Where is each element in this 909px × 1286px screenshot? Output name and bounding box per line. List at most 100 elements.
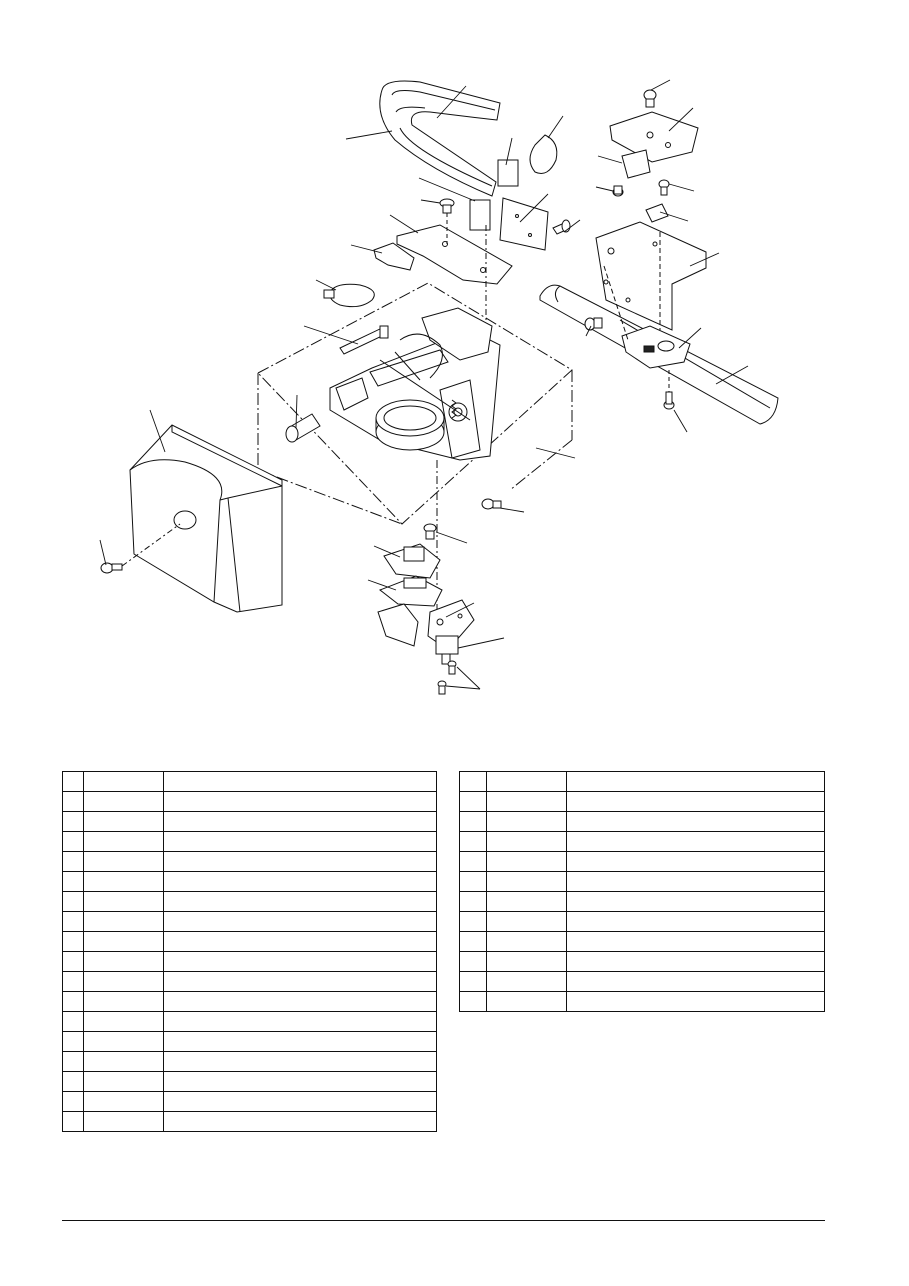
screw-mid-right [482,499,501,509]
part-no-cell [83,931,164,952]
part-no-cell [83,1031,164,1052]
cable-tie-left [330,284,375,306]
description-cell [566,831,825,852]
table-header-row [459,771,825,792]
ref-no-cell [62,911,84,932]
table-row [62,831,437,852]
description-cell [566,871,825,892]
part-no-cell [83,971,164,992]
ref-no-cell [62,831,84,852]
part-no-cell [83,791,164,812]
ref-no-cell [62,871,84,892]
lower-block [436,636,458,664]
table-row [62,791,437,812]
motor-mechanism-assembly [330,308,500,460]
table-row [62,811,437,832]
table-row [62,931,437,952]
screw-small [553,220,570,234]
table-row [459,891,825,912]
description-cell [163,991,437,1012]
description-cell [163,1011,437,1032]
lower-holder-1 [384,544,440,578]
description-cell [566,971,825,992]
ref-no-cell [459,911,487,932]
ref-no-cell [62,1091,84,1112]
part-no-cell [486,971,567,992]
part-no-cell [83,911,164,932]
table-row [62,851,437,872]
screw-right-1 [613,186,623,196]
description-cell [566,911,825,932]
part-no-cell [83,1011,164,1032]
ref-no-cell [62,991,84,1012]
description-cell [566,851,825,872]
part-no-cell [486,911,567,932]
holder-plate [610,112,698,162]
screw-rail [585,318,602,330]
description-cell [566,931,825,952]
callout-leaders [100,80,748,689]
table-row [62,1051,437,1072]
screw-top-right [644,90,656,107]
table-row [62,1091,437,1112]
table-row [459,831,825,852]
parts-list-table-left [62,771,437,1132]
table-row [62,911,437,932]
screw-bottom-right [664,392,674,409]
screw-lower-1 [448,661,456,674]
description-cell [163,1091,437,1112]
circuit-board [500,198,548,250]
damper-roller [286,414,320,442]
part-no-cell [83,1091,164,1112]
carriage-block [622,326,690,368]
table-row [459,851,825,872]
part-no-cell [486,831,567,852]
description-cell [163,951,437,972]
ref-no-cell [62,891,84,912]
ref-no-cell [62,1051,84,1072]
ref-no-cell [459,931,487,952]
table-row [62,1111,437,1132]
part-no-cell [83,831,164,852]
rail-axis-2 [604,266,628,340]
ref-no-cell [62,1071,84,1092]
front-cover [130,425,282,612]
connector-block [498,160,518,186]
description-cell [163,1111,437,1132]
description-cell [163,891,437,912]
table-row [459,791,825,812]
description-cell [163,1051,437,1072]
part-no-cell [83,811,164,832]
ref-no-cell [62,971,84,992]
footer-rule [62,1220,825,1221]
part-no-cell [486,991,567,1012]
table-row [459,871,825,892]
part-no-cell [83,1071,164,1092]
clip-small [646,204,668,222]
table-row [459,811,825,832]
exploded-parts-diagram [0,0,909,740]
description-cell [566,811,825,832]
description-cell [566,991,825,1012]
cable-tie-head [324,290,334,298]
part-no-cell [486,851,567,872]
description-cell [163,971,437,992]
ref-no-cell [459,831,487,852]
table-row [459,971,825,992]
ref-no-cell [62,851,84,872]
table-row [62,871,437,892]
description-cell [163,811,437,832]
table-row [459,951,825,972]
table-row [459,911,825,932]
table-row [62,1011,437,1032]
ref-no-cell [62,771,84,792]
ref-no-cell [62,791,84,812]
screw-cover [101,563,122,573]
switch-bracket [374,243,414,270]
part-no-cell [83,891,164,912]
lower-holder-2 [380,576,442,606]
table-row [62,1071,437,1092]
part-no-cell [83,991,164,1012]
part-no-cell [486,791,567,812]
part-no-cell [83,951,164,972]
